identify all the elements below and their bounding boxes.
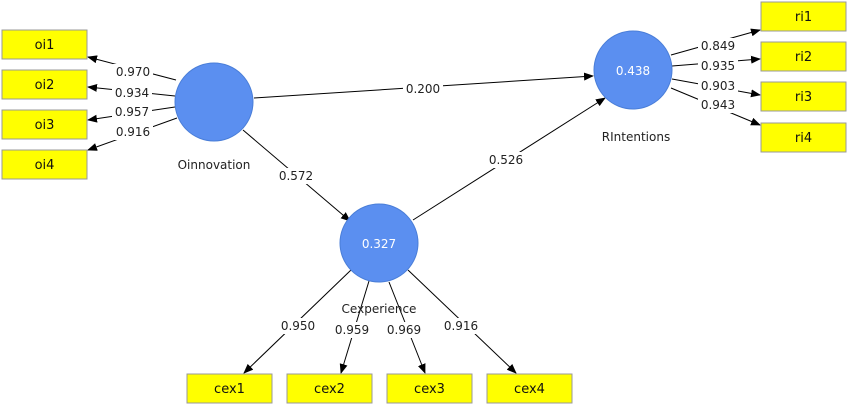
indicator-label: oi3 [35, 118, 55, 133]
indicator-label: cex4 [514, 382, 545, 397]
loading-value-cex2-text: 0.959 [335, 323, 369, 337]
path-coefficient-cexperience-rintentions-text: 0.526 [489, 153, 523, 167]
indicator-box [386, 373, 473, 404]
loading-value-ri2-text: 0.935 [701, 59, 735, 73]
indicator-label: oi1 [35, 38, 55, 53]
loading-value-cex1: 0.950 [278, 318, 318, 334]
indicator-label: ri2 [795, 50, 812, 65]
indicator-box [1, 149, 88, 180]
indicator-box [286, 373, 373, 404]
loading-value-cex1-text: 0.950 [281, 319, 315, 333]
indicator-box [1, 29, 88, 60]
loading-value-ri1: 0.849 [698, 38, 738, 54]
loading-value-oi4-text: 0.916 [116, 125, 150, 139]
indicator-label: cex3 [414, 382, 445, 397]
indicator-oi1[interactable]: oi1 [1, 29, 88, 60]
indicator-label: oi4 [35, 158, 55, 173]
construct-r2-value: 0.438 [616, 64, 650, 78]
indicator-cex4[interactable]: cex4 [486, 373, 573, 404]
loading-value-oi1-text: 0.970 [116, 65, 150, 79]
loading-value-oi3: 0.957 [112, 104, 152, 120]
loading-value-ri4-text: 0.943 [701, 98, 735, 112]
construct-name: Cexperience [342, 302, 417, 316]
indicator-ri3[interactable]: ri3 [760, 81, 847, 112]
loading-value-ri4-background [698, 97, 738, 113]
loading-value-oi1: 0.970 [113, 64, 153, 80]
indicator-label: oi2 [35, 78, 55, 93]
loading-value-ri3-text: 0.903 [701, 79, 735, 93]
path-coefficient-oinnovation-cexperience: 0.572 [276, 168, 316, 184]
indicator-box [760, 41, 847, 72]
indicator-oi4[interactable]: oi4 [1, 149, 88, 180]
path-coefficient-oinnovation-rintentions-text: 0.200 [406, 82, 440, 96]
loading-value-oi3-text: 0.957 [115, 105, 149, 119]
construct-r2-value: 0.327 [362, 237, 396, 251]
loading-value-cex3-background [384, 322, 424, 338]
indicator-label: cex1 [214, 382, 245, 397]
loading-value-oi1-background [113, 64, 153, 80]
indicator-oi2[interactable]: oi2 [1, 69, 88, 100]
indicator-cex3[interactable]: cex3 [386, 373, 473, 404]
path-coefficient-oinnovation-cexperience-text: 0.572 [279, 169, 313, 183]
loading-value-oi3-background [112, 104, 152, 120]
indicator-box [1, 69, 88, 100]
construct-name: RIntentions [602, 130, 670, 144]
loading-value-oi4-background [113, 124, 153, 140]
loading-value-ri3: 0.903 [698, 78, 738, 94]
loading-value-cex4-text: 0.916 [444, 319, 478, 333]
indicator-box [760, 81, 847, 112]
loading-value-ri3-background [698, 78, 738, 94]
path-coefficient-cexperience-rintentions-background [486, 152, 526, 168]
indicator-ri4[interactable]: ri4 [760, 122, 847, 153]
path-coefficient-oinnovation-rintentions: 0.200 [403, 81, 443, 97]
construct-name: Oinnovation [178, 158, 251, 172]
indicator-label: ri4 [795, 131, 812, 146]
loading-value-ri1-text: 0.849 [701, 39, 735, 53]
coefficient-labels-layer: 0.200 0.572 0.526 0.970 0.934 0.957 0.916 0.849… [112, 38, 738, 338]
loading-value-ri2-background [698, 58, 738, 74]
loading-value-cex2: 0.959 [332, 322, 372, 338]
loading-value-ri4: 0.943 [698, 97, 738, 113]
construct-oinnovation[interactable]: Oinnovation [174, 62, 254, 172]
loading-value-cex4-background [441, 318, 481, 334]
loading-value-cex3-text: 0.969 [387, 323, 421, 337]
indicator-box [186, 373, 273, 404]
path-coefficient-oinnovation-rintentions-background [403, 81, 443, 97]
indicator-oi3[interactable]: oi3 [1, 109, 88, 140]
indicator-cex1[interactable]: cex1 [186, 373, 273, 404]
indicator-box [486, 373, 573, 404]
construct-circle [339, 203, 419, 283]
indicator-ri2[interactable]: ri2 [760, 41, 847, 72]
loading-value-ri1-background [698, 38, 738, 54]
loading-value-oi4: 0.916 [113, 124, 153, 140]
indicator-cex2[interactable]: cex2 [286, 373, 373, 404]
loading-value-ri2: 0.935 [698, 58, 738, 74]
loading-value-cex2-background [332, 322, 372, 338]
loading-value-oi2: 0.934 [112, 85, 152, 101]
loading-value-cex1-background [278, 318, 318, 334]
indicator-box [760, 1, 847, 32]
loading-value-oi2-text: 0.934 [115, 86, 149, 100]
loading-value-cex3: 0.969 [384, 322, 424, 338]
indicator-box [1, 109, 88, 140]
loading-value-oi2-background [112, 85, 152, 101]
indicator-label: ri3 [795, 90, 812, 105]
construct-circle [593, 30, 673, 110]
loading-value-cex4: 0.916 [441, 318, 481, 334]
indicator-ri1[interactable]: ri1 [760, 1, 847, 32]
construct-circle [174, 62, 254, 142]
indicator-label: cex2 [314, 382, 345, 397]
path-coefficient-cexperience-rintentions: 0.526 [486, 152, 526, 168]
indicator-label: ri1 [795, 10, 812, 25]
path-coefficient-oinnovation-cexperience-background [276, 168, 316, 184]
indicator-box [760, 122, 847, 153]
